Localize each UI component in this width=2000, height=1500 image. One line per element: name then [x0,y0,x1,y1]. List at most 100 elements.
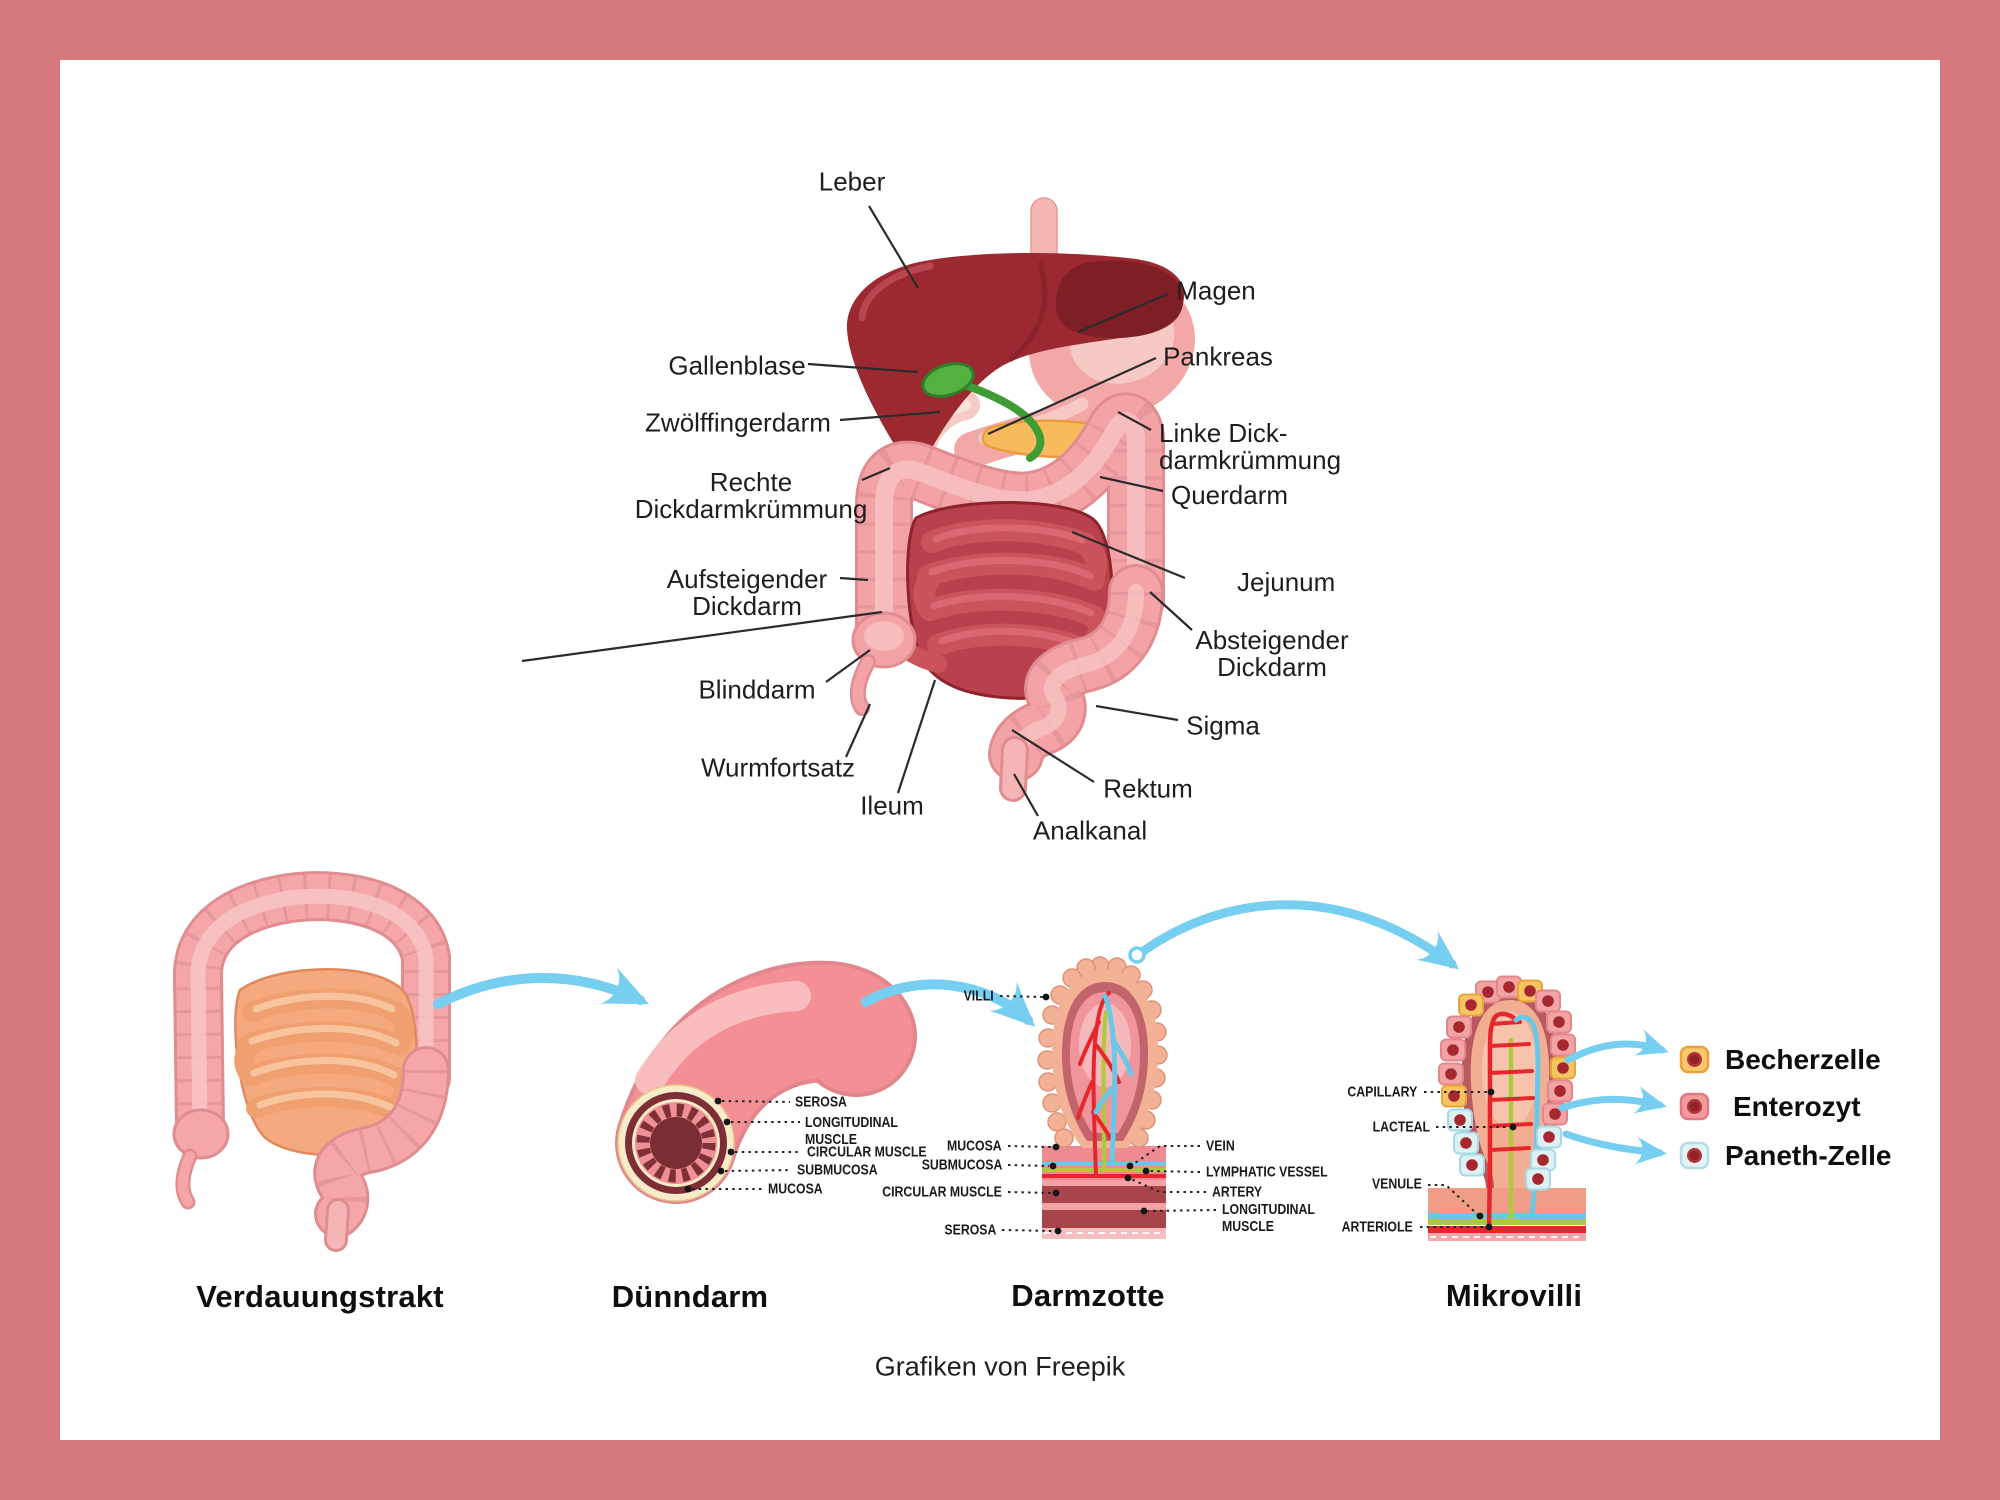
leader-wurmfortsatz [844,703,872,758]
label-absteigender-dickdarm: Absteigender Dickdarm [1195,625,1349,682]
label-aufsteigender-dickdarm: Aufsteigender Dickdarm [666,564,828,621]
darmzotte-label-circular-muscle: CIRCULAR MUSCLE [882,1183,1002,1201]
darmzotte-illustration [999,956,1217,1239]
label-querdarm: Querdarm [1171,480,1289,510]
leader-aufsteigender-dickdarm [839,576,869,582]
mikrovilli-label-venule: VENULE [1372,1175,1422,1193]
becherzelle-cell-icon [1679,1045,1710,1074]
leader-analkanal [1013,773,1039,817]
cecum-appendix-shape [849,611,917,716]
vt-cecum-appendix-shape [172,1108,230,1210]
leader-leber [868,205,919,289]
label-magen: Magen [1176,275,1256,306]
darmzotte-label-serosa: SEROSA [944,1221,996,1239]
mikrovilli-label-capillary: CAPILLARY [1347,1083,1417,1101]
leader-linke-dickdarmkruemmung [1117,411,1152,431]
darmzotte-label-lymphatic-vessel: LYMPHATIC VESSEL [1206,1163,1328,1181]
dz-vessels [1076,991,1134,1178]
liver-shape [846,253,1185,459]
attribution-text: Grafiken von Freepik [874,1351,1126,1382]
darmzotte-label-villi: VILLI [963,987,994,1005]
leader-jejunum [1071,530,1186,580]
duenndarm-label-serosa: SEROSA [795,1093,847,1111]
flow-arrow-3 [1128,900,1460,970]
dd-leader-dots [684,1097,735,1193]
label-wurmfortsatz: Wurmfortsatz [700,752,856,783]
label-analkanal: Analkanal [1032,815,1148,846]
mv-base-layers [1428,1188,1586,1241]
label-zwoelffingerdarm: Zwölffingerdarm [645,407,831,438]
label-sigma: Sigma [1186,710,1260,741]
leader-absteigender-dickdarm [1149,591,1193,631]
leader-magen [1077,292,1169,334]
vt-sigmoid-rectum-shape [313,1046,450,1252]
label-rektum: Rektum [1103,773,1193,804]
verdauungstrakt-illustration [172,871,451,1252]
sigmoid-rectum-shape [988,564,1164,802]
legend-arrow-enterozyt [1558,1086,1667,1114]
duenndarm-label-longitudinal-muscle: LONGITUDINAL MUSCLE [805,1114,898,1148]
caption-mikrovilli: Mikrovilli [1445,1278,1583,1313]
top-diagram-leader-lines [521,205,1193,817]
duenndarm-label-circular-muscle: CIRCULAR MUSCLE [807,1143,927,1161]
label-pankreas: Pankreas [1163,341,1273,372]
legend-label-paneth-zelle: Paneth-Zelle [1725,1140,1892,1171]
label-linke-dickdarmkruemmung: Linke Dick- darmkrümmung [1159,418,1342,475]
duenndarm-illustration [615,960,917,1204]
legend-label-enterozyt: Enterozyt [1733,1091,1861,1122]
label-gallenblase: Gallenblase [668,350,806,381]
legend-arrow-becherzelle [1564,1028,1669,1064]
leader-querdarm [1099,475,1164,493]
leader-pankreas [987,356,1157,436]
legend-arrows [1558,1028,1669,1165]
duenndarm-label-submucosa: SUBMUCOSA [797,1161,878,1179]
mv-leader-dots [1476,1088,1517,1231]
label-leber: Leber [818,166,886,197]
colon-shape [855,392,1165,665]
digestive-system-illustration [846,197,1196,802]
dz-leader-dots [1042,993,1150,1235]
leader-blinddarm-long [521,610,883,663]
leader-sigma [1095,704,1179,722]
enterozyt-cell-icon [1679,1092,1710,1121]
dd-tube-highlight [635,981,811,1095]
darmzotte-label-artery: ARTERY [1212,1183,1263,1201]
leader-rechte-dickdarmkruemmung [861,466,891,482]
mikrovilli-label-arteriole: ARTERIOLE [1341,1218,1413,1236]
paneth-zelle-cell-icon [1679,1141,1710,1170]
mikrovilli-label-lacteal: LACTEAL [1372,1118,1430,1136]
darmzotte-label-longitudinal-muscle: LONGITUDINAL MUSCLE [1222,1201,1315,1235]
vt-small-intestine-shape [234,968,418,1157]
caption-darmzotte: Darmzotte [1011,1278,1165,1313]
mv-epithelial-cells [1438,975,1576,1191]
leader-rektum [1011,729,1095,783]
caption-duenndarm: Dünndarm [611,1279,769,1314]
duenndarm-label-mucosa: MUCOSA [768,1180,823,1198]
leader-gallenblase [807,362,919,374]
legend-icons [1679,1045,1710,1170]
label-rechte-dickdarmkruemmung: Rechte Dickdarmkrümmung [634,467,868,524]
flow-arrow-2 [861,979,1036,1027]
dd-leader-lines [692,1100,802,1190]
vt-colon-shape [172,871,451,1153]
darmzotte-label-vein: VEIN [1206,1137,1235,1155]
dz-leader-lines [999,995,1217,1232]
label-ileum: Ileum [860,790,924,821]
leader-zwoelffingerdarm [839,410,941,422]
flow-arrow-1 [433,967,650,1009]
darmzotte-label-submucosa: SUBMUCOSA [921,1156,1002,1174]
darmzotte-label-mucosa: MUCOSA [947,1137,1002,1155]
caption-verdauungstrakt: Verdauungstrakt [196,1279,444,1314]
legend-arrow-paneth-zelle [1562,1130,1667,1165]
mv-leader-lines [1420,1091,1509,1228]
legend-label-becherzelle: Becherzelle [1725,1044,1881,1075]
label-blinddarm: Blinddarm [698,674,816,705]
dd-cross-section [617,1084,735,1202]
label-jejunum: Jejunum [1237,567,1336,597]
leader-blinddarm [825,649,871,683]
mikrovilli-illustration [1420,975,1586,1241]
leader-ileum [896,679,937,794]
dz-villus-bumps [1037,956,1168,1148]
